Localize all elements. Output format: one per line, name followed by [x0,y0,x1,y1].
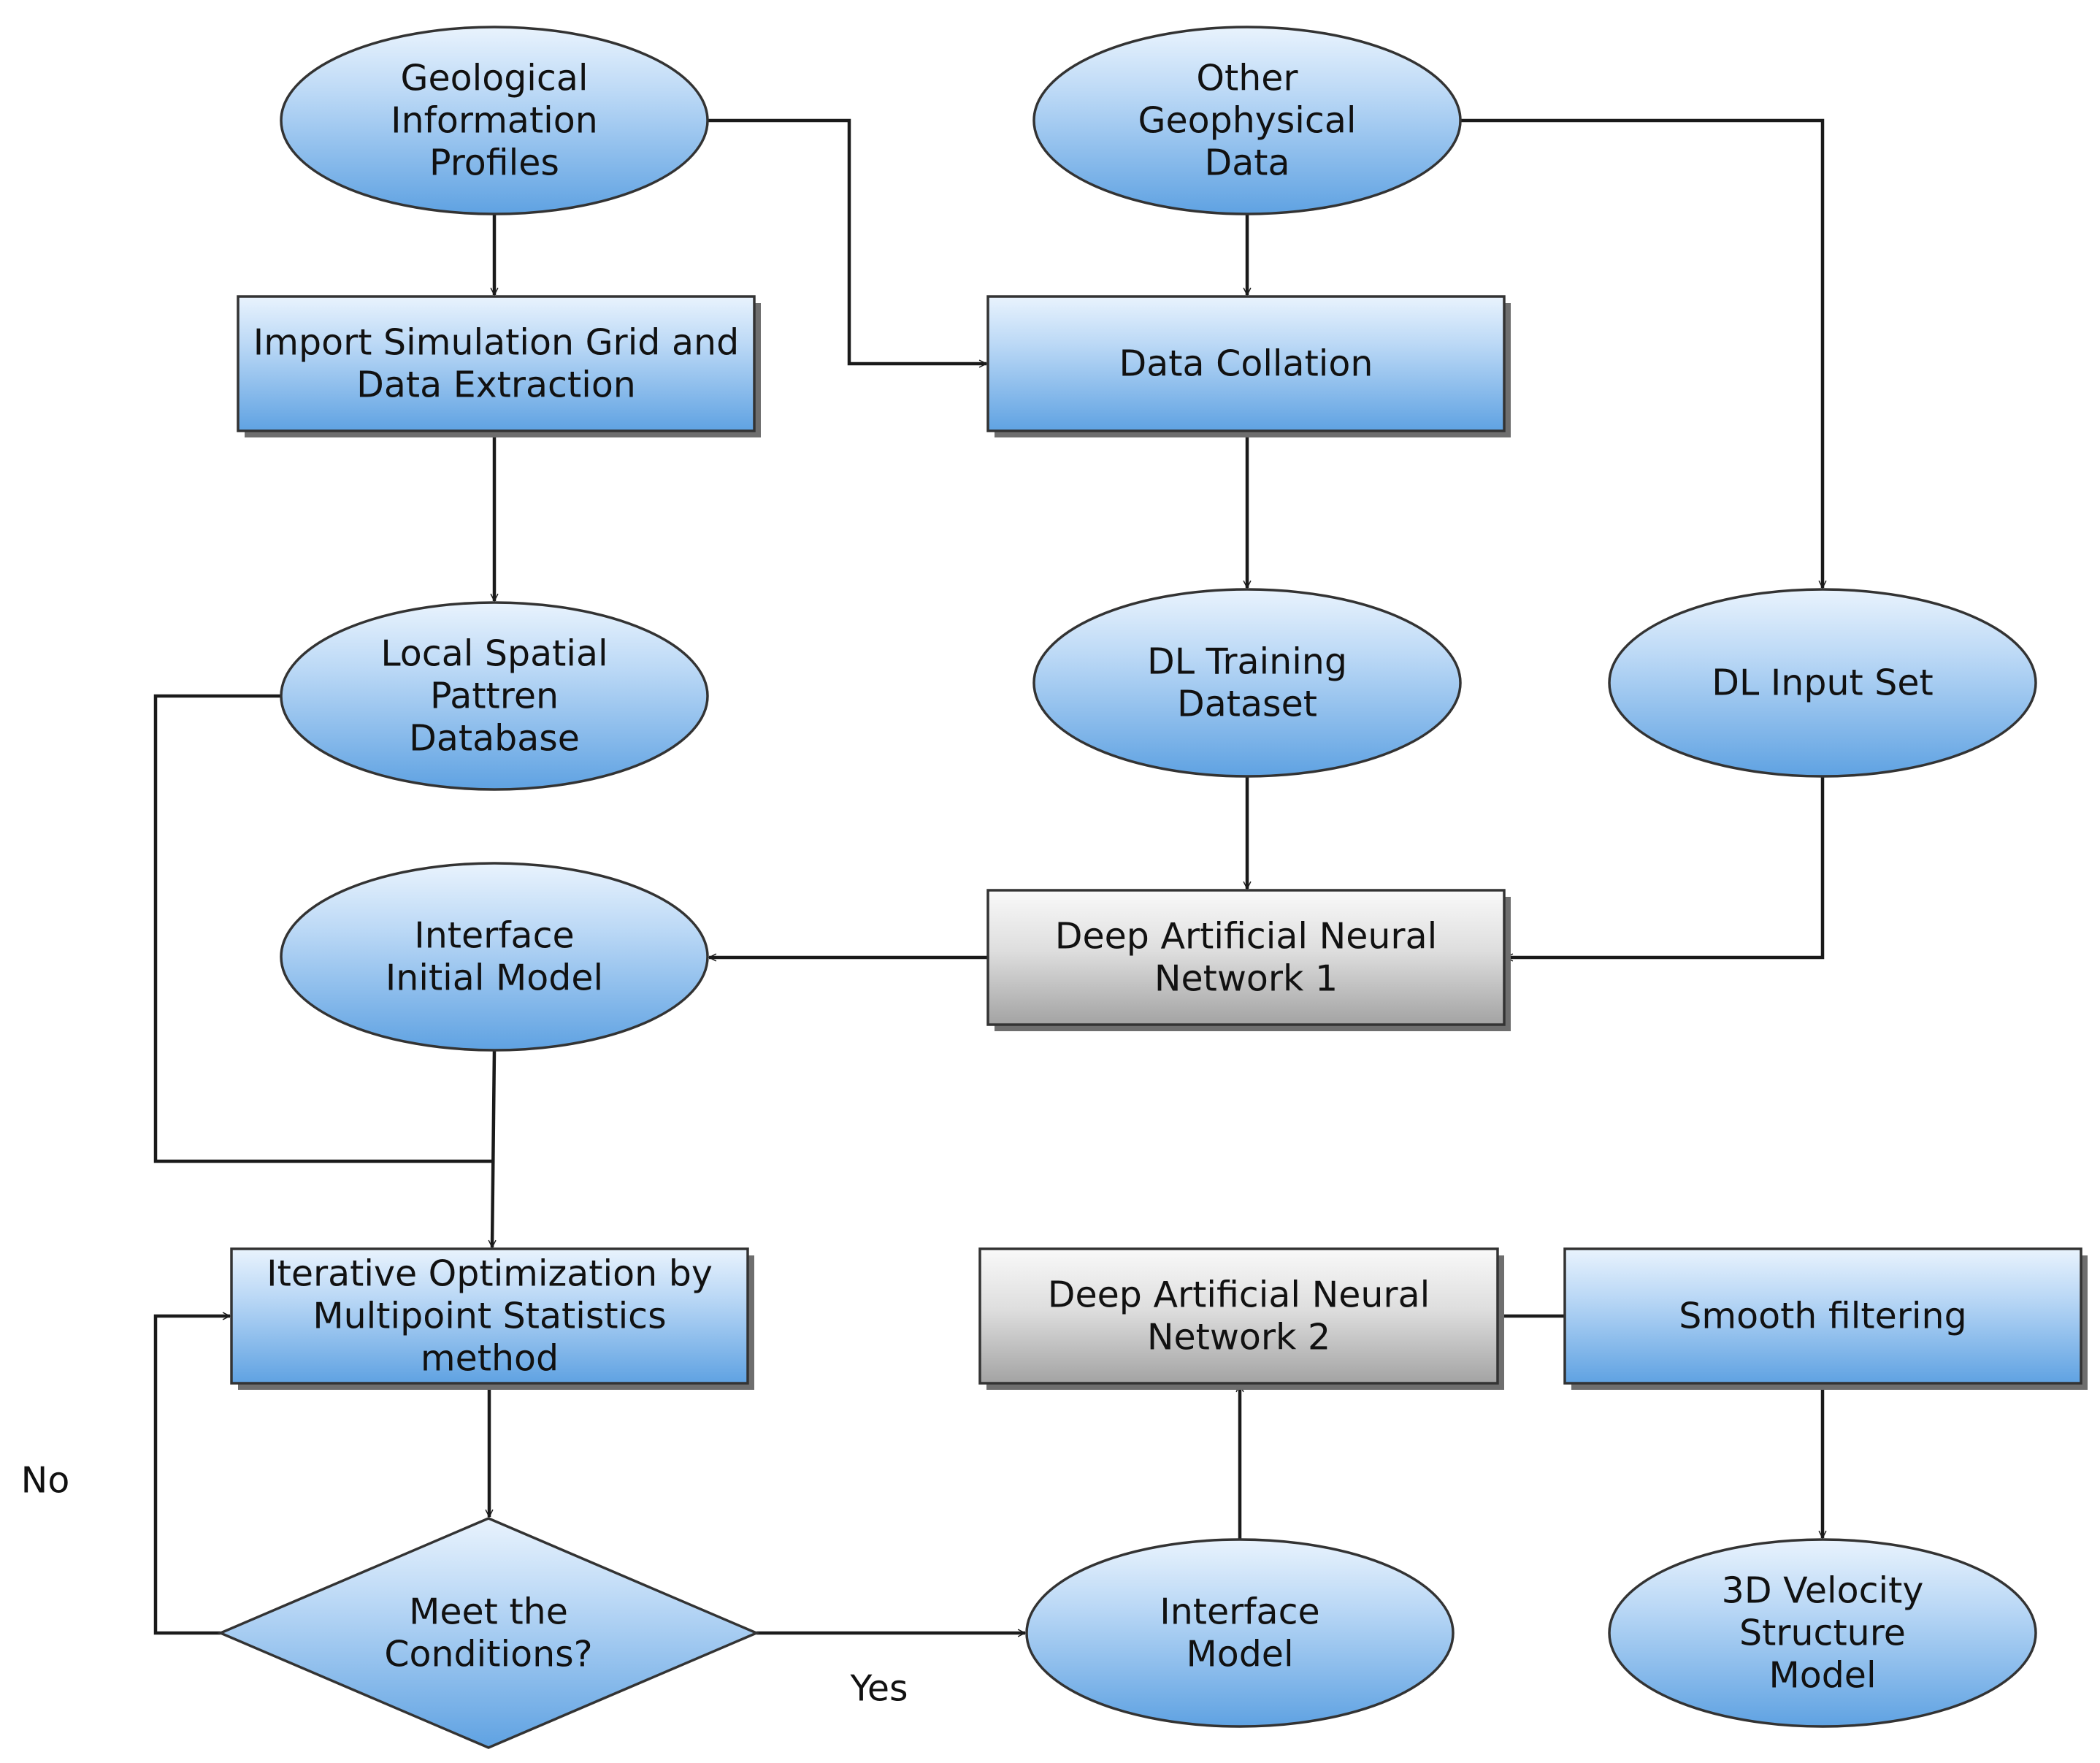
interface-model-ellipse [1025,1538,1455,1728]
iterative-opt-label-line-2: Multipoint Statistics [313,1296,666,1337]
interface-initial-ellipse [280,862,709,1052]
dann2-label-line-1: Deep Artificial Neural [1048,1274,1430,1316]
smooth-filter-box [1563,1247,2082,1385]
smooth-filter-label-line-1: Smooth filtering [1679,1296,1966,1337]
yes-label: Yes [849,1668,908,1710]
interface-initial-label-line-2: Initial Model [386,957,603,999]
meet-conditions-label-line-2: Conditions? [384,1634,592,1675]
import-grid-label-line-1: Import Simulation Grid and [253,322,739,364]
data-collation-label-line-1: Data Collation [1119,343,1373,385]
import-grid-label-line-2: Data Extraction [356,364,636,406]
node-smooth-filter: Smooth filtering [1563,1247,2088,1390]
local-spatial-db-label-line-3: Database [409,718,580,760]
interface-initial-label-line-1: Interface [414,915,574,957]
interface-model-label-line-2: Model [1186,1634,1293,1675]
geological-profiles-label-line-2: Information [391,100,598,142]
other-geophysical-label-line-1: Other [1196,58,1298,99]
import-grid-box [237,295,756,432]
other-geophysical-label-line-2: Geophysical [1138,100,1357,142]
dl-input-ellipse [1608,588,2037,778]
other-geophysical-ellipse [1032,26,1462,215]
edge-other-geophysical-to-dl-input [1460,118,1823,588]
dann2-box [978,1247,1499,1385]
edge-local-spatial-db-to-iterative-opt [153,694,492,1163]
dl-training-label-line-1: DL Training [1147,641,1347,683]
dann1-label-line-1: Deep Artificial Neural [1055,916,1437,957]
iterative-opt-label-line-1: Iterative Optimization by [267,1253,713,1295]
geological-profiles-label-line-1: Geological [401,58,589,99]
edge-labels: No Yes [21,1460,908,1710]
dl-training-label-line-2: Dataset [1177,684,1317,725]
dann1-label-line-2: Network 1 [1154,958,1338,1000]
velocity-model-label-line-3: Model [1768,1655,1876,1697]
velocity-model-label-line-1: 3D Velocity [1722,1570,1924,1612]
local-spatial-db-label-line-1: Local Spatial [380,633,608,675]
node-data-collation: Data Collation [986,295,1511,437]
dl-training-ellipse [1032,588,1462,778]
no-label: No [21,1460,70,1502]
interface-model-label-line-1: Interface [1160,1591,1319,1633]
node-dl-input: DL Input Set [1608,588,2037,778]
dann1-box [986,889,1506,1026]
edge-interface-initial-to-iterative-opt [492,1049,494,1247]
dann2-label-line-2: Network 2 [1147,1317,1330,1358]
local-spatial-db-ellipse [280,601,709,791]
edges [153,118,1825,1635]
edge-dl-input-to-dann1 [1506,776,1825,957]
local-spatial-db-label-line-2: Pattren [430,676,559,717]
velocity-model-ellipse [1608,1538,2037,1728]
other-geophysical-label-line-3: Data [1205,142,1290,184]
edge-geological-profiles-to-data-collation [708,118,986,364]
meet-conditions-diamond [217,1517,760,1749]
iterative-opt-label-line-3: method [421,1338,559,1380]
meet-conditions-label-line-1: Meet the [409,1591,568,1633]
geological-profiles-label-line-3: Profiles [429,142,559,184]
data-collation-box [986,295,1506,432]
iterative-opt-box [230,1247,749,1385]
dl-input-label-line-1: DL Input Set [1712,662,1934,704]
velocity-model-label-line-2: Structure [1739,1613,1906,1654]
geological-profiles-ellipse [280,26,709,215]
edge-meet-conditions-to-iterative-opt [153,1316,230,1635]
